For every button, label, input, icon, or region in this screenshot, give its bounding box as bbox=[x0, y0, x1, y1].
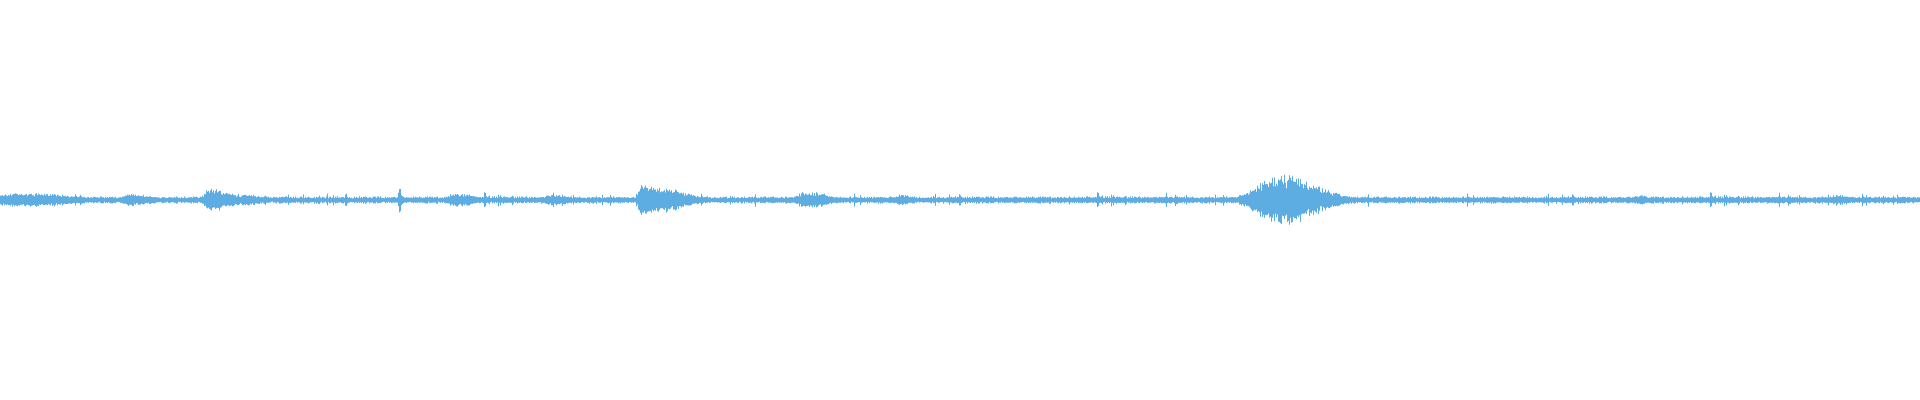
waveform-path bbox=[0, 174, 1920, 225]
